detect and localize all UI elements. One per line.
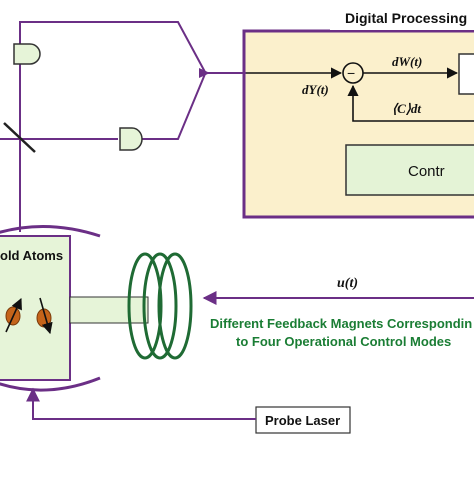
spin-arrow-left bbox=[5, 297, 22, 333]
chamber-bottom-lip bbox=[0, 376, 101, 392]
dy-label: dY(t) bbox=[302, 82, 329, 97]
control-box bbox=[345, 144, 474, 196]
magnet-coil-3 bbox=[157, 252, 193, 360]
bottom-detector bbox=[119, 127, 143, 151]
estimate-label: ⟨C⟩dt bbox=[392, 101, 421, 116]
magnet-coil-1 bbox=[127, 252, 163, 360]
detector-bottom-path bbox=[141, 73, 206, 140]
magnets-line-1: Different Feedback Magnets Correspondin bbox=[210, 316, 472, 331]
control-signal-label: u(t) bbox=[337, 276, 358, 291]
magnets-line-2: to Four Operational Control Modes bbox=[236, 334, 451, 349]
title-background bbox=[330, 6, 474, 30]
magnet-coil-2 bbox=[142, 252, 178, 360]
dw-label: dW(t) bbox=[392, 54, 422, 69]
control-label: Contr bbox=[408, 163, 445, 180]
chamber-top-lip bbox=[0, 224, 101, 238]
probe-laser-box bbox=[255, 406, 351, 434]
chamber-window bbox=[69, 296, 149, 324]
estimate-feedback-line bbox=[347, 84, 474, 122]
combine-arrow-head bbox=[199, 68, 210, 78]
detector-top-path bbox=[19, 21, 206, 73]
spin-arrow-right bbox=[39, 297, 53, 335]
top-detector bbox=[13, 43, 41, 65]
filter-box bbox=[458, 53, 474, 95]
beam-splitter bbox=[3, 122, 36, 153]
digital-processing-title: Digital Processing bbox=[345, 10, 467, 26]
probe-laser-path bbox=[26, 387, 256, 420]
comparator-minus: − bbox=[347, 65, 355, 81]
probe-laser-label: Probe Laser bbox=[265, 413, 340, 428]
cold-atoms-title: old Atoms bbox=[0, 248, 63, 263]
